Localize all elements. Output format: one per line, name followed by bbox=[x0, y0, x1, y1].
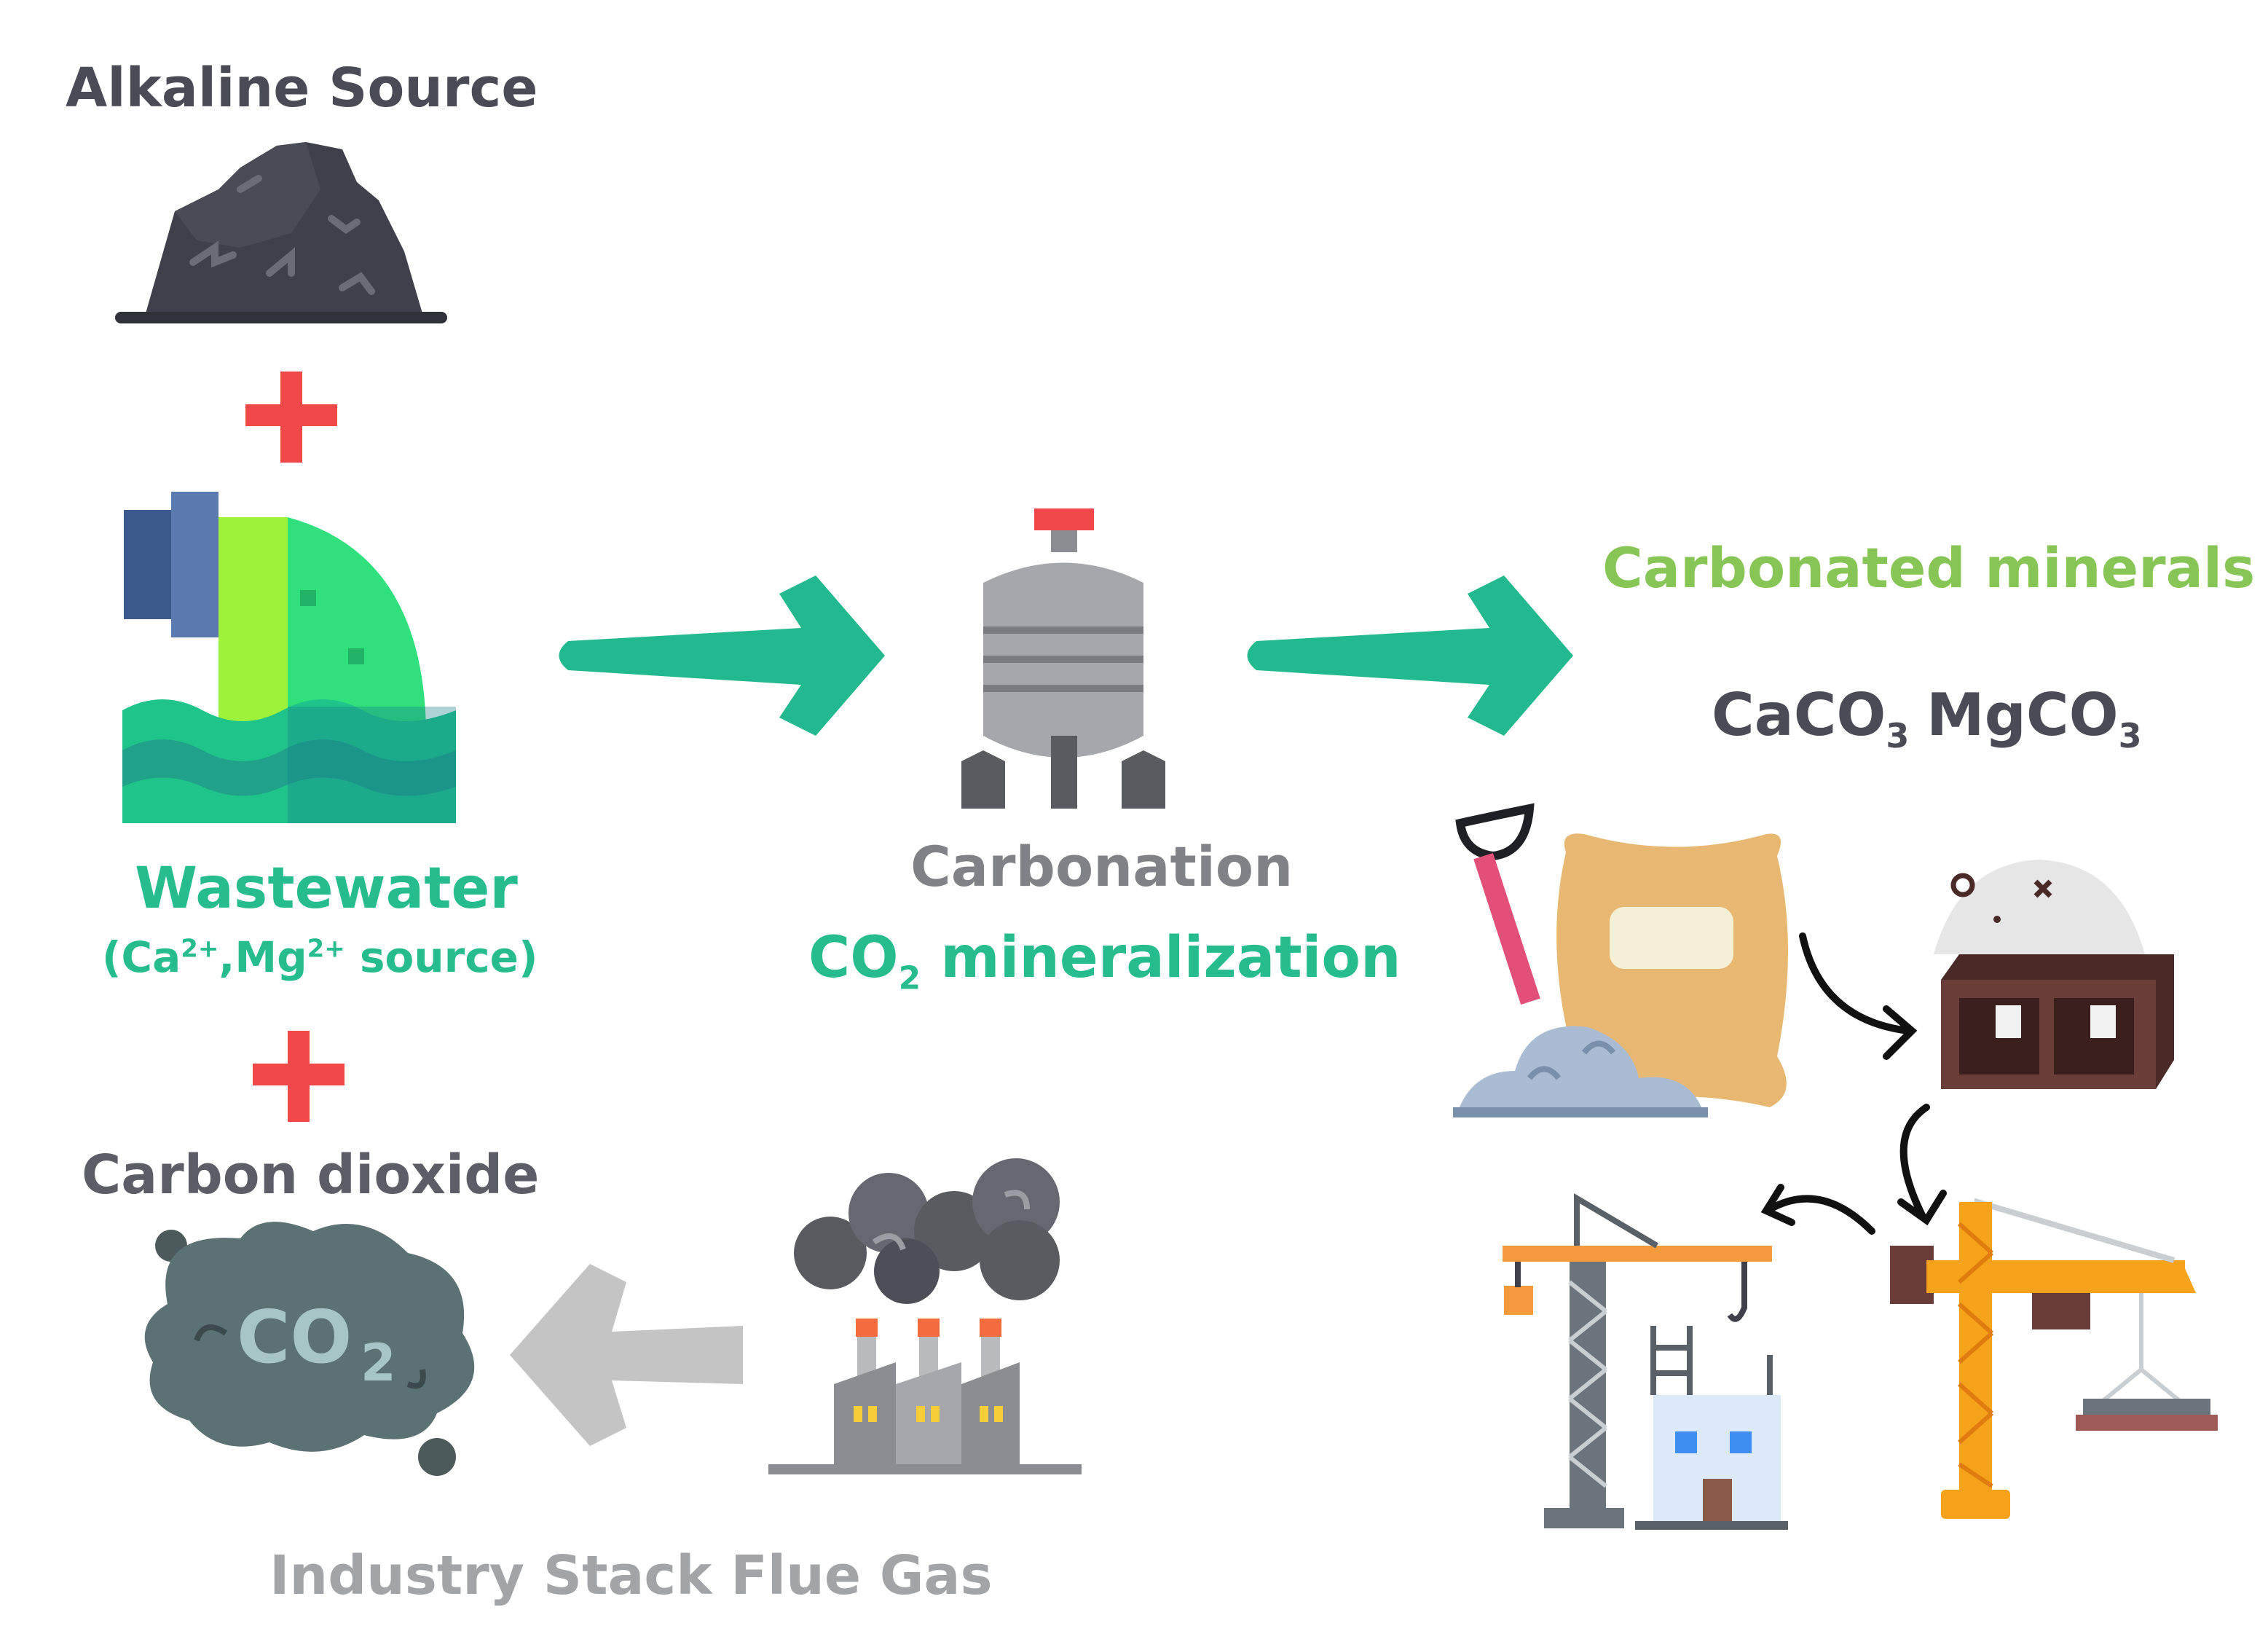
cement-sack-icon bbox=[1453, 803, 1788, 1117]
co-text: CO bbox=[808, 925, 899, 991]
plus-icon bbox=[253, 1031, 344, 1122]
ca-charge: 2+ bbox=[181, 934, 219, 964]
brick-block-icon bbox=[1934, 860, 2174, 1089]
plus-icon bbox=[245, 372, 337, 463]
reactor-tank-icon bbox=[961, 508, 1165, 809]
mgco-text: MgCO bbox=[1926, 681, 2119, 749]
carbonated-minerals-label: Carbonated minerals bbox=[1602, 535, 2256, 600]
curved-arrow-brick-to-crane bbox=[1897, 1104, 1947, 1226]
wastewater-label: Wastewater bbox=[135, 856, 518, 922]
construction-site-icon bbox=[1503, 1193, 1788, 1530]
mgco3-label: MgCO3 bbox=[1926, 681, 2142, 755]
flue-gas-arrow bbox=[510, 1264, 743, 1446]
alkaline-source-label: Alkaline Source bbox=[66, 57, 538, 119]
co-sub: 2 bbox=[898, 959, 921, 997]
curved-arrow-crane-to-building bbox=[1760, 1184, 1875, 1235]
co2-mineralization-label: CO2 mineralization bbox=[808, 925, 1401, 997]
tower-crane-icon bbox=[1890, 1198, 2218, 1519]
flue-gas-label: Industry Stack Flue Gas bbox=[269, 1544, 993, 1607]
rock-pile-icon bbox=[115, 142, 447, 323]
mgco-sub: 3 bbox=[2118, 716, 2142, 755]
mg-charge: 2+ bbox=[307, 934, 345, 964]
source-mid: ,Mg bbox=[218, 932, 307, 982]
factory-icon bbox=[768, 1158, 1082, 1474]
source-close: source) bbox=[344, 932, 538, 982]
wastewater-pipe-icon bbox=[122, 492, 456, 823]
cloud-co-text: CO bbox=[237, 1295, 352, 1380]
ion-source-label: (Ca2+,Mg2+ source) bbox=[102, 932, 538, 982]
caco-sub: 3 bbox=[1886, 716, 1910, 755]
mineralization-text: mineralization bbox=[921, 925, 1401, 991]
cloud-sub-text: 2 bbox=[361, 1333, 396, 1393]
carbonation-label: Carbonation bbox=[910, 834, 1294, 899]
flow-arrow-to-products bbox=[1247, 575, 1573, 736]
co2-cloud-icon: CO 2 bbox=[144, 1222, 475, 1476]
curved-arrow-sack-to-brick bbox=[1799, 932, 1918, 1060]
caco-text: CaCO bbox=[1712, 681, 1886, 749]
source-open: (Ca bbox=[102, 932, 181, 982]
flow-arrow-to-reactor bbox=[559, 575, 885, 736]
caco3-label: CaCO3 bbox=[1712, 681, 1909, 755]
carbon-dioxide-label: Carbon dioxide bbox=[82, 1144, 540, 1206]
